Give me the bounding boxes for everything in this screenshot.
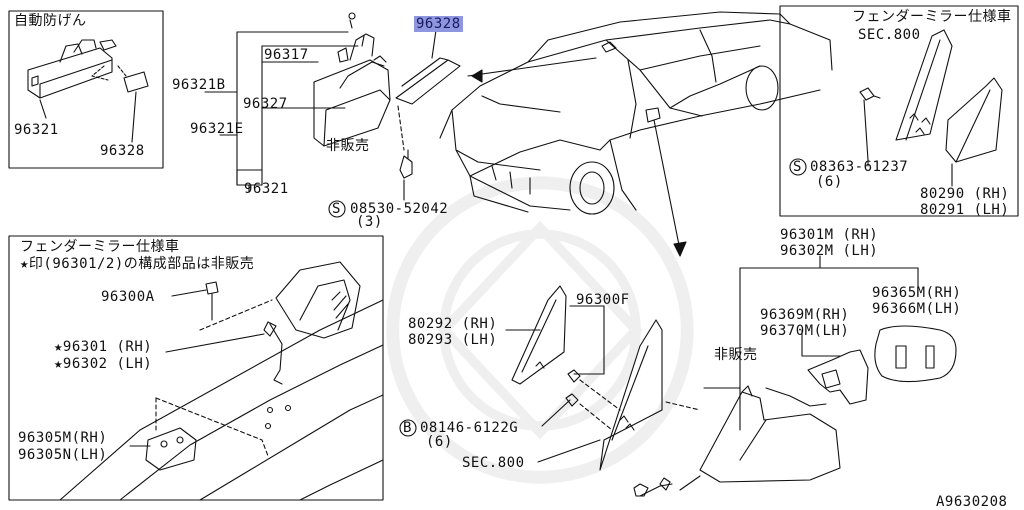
arrow-head-door	[673, 241, 687, 257]
part-label-80291: 80291 (LH)	[920, 202, 1010, 218]
qty-label-08146: (6)	[426, 434, 453, 450]
part-label-96300F: 96300F	[576, 292, 630, 308]
part-label-96327: 96327	[243, 96, 288, 112]
inner-mirror-illustration	[313, 12, 413, 179]
drawing-id: A9630208	[936, 494, 1008, 510]
arrow-head-inner	[471, 69, 483, 83]
fender-left-illustration	[59, 261, 384, 501]
s-circle-icon	[789, 158, 807, 176]
part-label-96328-autodim: 96328	[100, 143, 145, 159]
fender-left-box	[8, 235, 384, 501]
fender-top-section: SEC.800	[858, 27, 921, 43]
part-label-96302: ★96302 (LH)	[54, 356, 153, 372]
part-label-96321E: 96321E	[190, 121, 244, 137]
autodim-mirror-illustration	[27, 39, 149, 99]
leader-sec800	[537, 439, 601, 463]
leader-96300A	[171, 289, 207, 297]
fender-left-note: ★印(96301/2)の構成部品は非販売	[20, 256, 255, 272]
door-mirror-brackets	[703, 255, 919, 431]
autodim-title: 自動防げん	[14, 13, 87, 29]
inner-mirror-brackets	[204, 31, 359, 193]
not-sold-label-door: 非販売	[714, 347, 758, 363]
part-label-08363: 08363-61237	[810, 159, 909, 175]
part-label-96321B: 96321B	[172, 77, 226, 93]
part-label-96365M: 96365M(RH)	[872, 285, 962, 301]
part-label-96301M: 96301M (RH)	[780, 227, 879, 243]
part-label-96305M: 96305M(RH)	[18, 430, 108, 446]
part-label-96305N: 96305N(LH)	[18, 447, 108, 463]
not-sold-label-inner: 非販売	[326, 138, 370, 154]
fender-top-illustration	[859, 29, 1003, 163]
fender-top-title: フェンダーミラー仕様車	[852, 9, 1012, 25]
leader-bolt	[541, 399, 571, 427]
section-label-door: SEC.800	[462, 455, 525, 471]
part-label-08146: 08146-6122G	[420, 420, 519, 436]
arrow-to-car-inner	[467, 57, 597, 77]
s-circle-letter: S	[793, 159, 802, 175]
s-circle-letter: S	[332, 201, 341, 217]
part-label-96321: 96321	[244, 181, 289, 197]
leader-96328-autodim	[131, 91, 137, 143]
fender-top-box	[779, 5, 1019, 217]
b-circle-letter: B	[403, 420, 412, 436]
highlighted-part-label[interactable]: 96328	[414, 16, 463, 32]
part-label-96301: ★96301 (RH)	[54, 339, 153, 355]
car-illustration	[439, 11, 833, 215]
watermark-emblem	[386, 176, 694, 484]
part-label-96321-autodim: 96321	[14, 122, 59, 138]
part-label-08530: 08530-52042	[350, 201, 449, 217]
part-label-96366M: 96366M(LH)	[872, 301, 962, 317]
door-mirror-illustration	[511, 285, 957, 497]
part-label-80292: 80292 (RH)	[408, 316, 498, 332]
b-circle-icon	[399, 419, 417, 437]
leader-96321-autodim	[39, 99, 47, 119]
leader-96301	[165, 333, 265, 353]
part-label-80293: 80293 (LH)	[408, 332, 498, 348]
autodim-box	[8, 10, 164, 169]
arrow-to-door-mirror	[653, 119, 681, 251]
part-96328-plate	[395, 29, 461, 105]
part-label-96302M: 96302M (LH)	[780, 243, 879, 259]
part-label-80290: 80290 (RH)	[920, 186, 1010, 202]
part-label-96317: 96317	[264, 47, 309, 63]
part-label-96300A: 96300A	[101, 289, 155, 305]
fender-left-title: フェンダーミラー仕様車	[20, 239, 180, 255]
part-label-96370M: 96370M(LH)	[760, 323, 850, 339]
s-circle-icon	[328, 200, 346, 218]
qty-label-08530: (3)	[356, 214, 383, 230]
qty-label-08363: (6)	[816, 174, 843, 190]
part-label-96369M: 96369M(RH)	[760, 307, 850, 323]
